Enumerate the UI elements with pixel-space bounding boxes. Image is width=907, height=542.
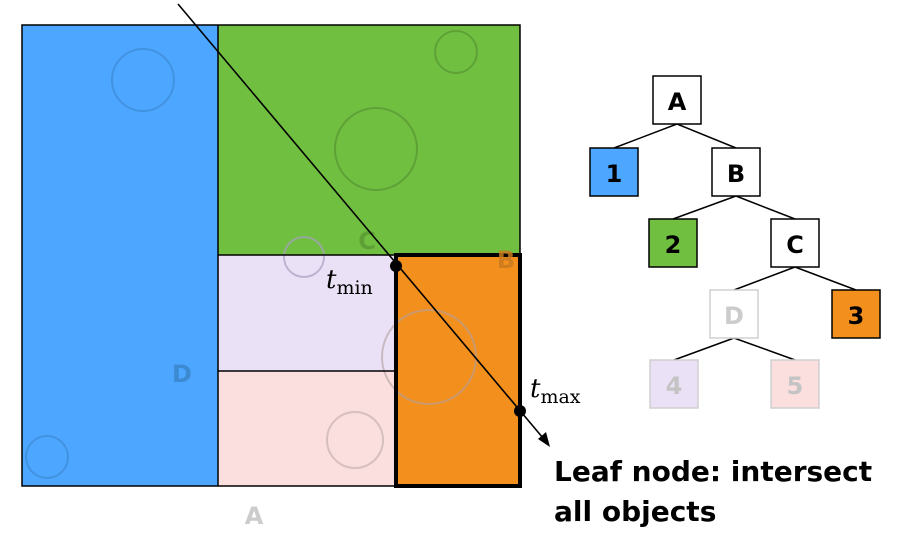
ray-line (177, 3, 544, 439)
object-circle (434, 30, 478, 74)
object-circle (326, 411, 384, 469)
ray (177, 3, 550, 447)
tree-leaf-4-box (649, 359, 699, 409)
tree-leaf-3-box (831, 289, 881, 339)
t-min-label: tmin (326, 265, 373, 299)
object-circle (111, 48, 175, 112)
object-circle (381, 309, 477, 405)
tree-leaf-3: 3 (848, 302, 865, 330)
region-label-b: B (497, 246, 515, 274)
tree-edge (794, 266, 857, 291)
tree-node-a-box (652, 75, 702, 125)
caption-line-2: all objects (554, 495, 717, 528)
tree-node-b-box (711, 147, 761, 197)
tree-edge (733, 337, 796, 361)
t-max-var: t (530, 374, 541, 404)
tree-node-d-box (709, 289, 759, 339)
tree-edge (733, 266, 796, 291)
object-circle (283, 236, 325, 278)
tree-leaf-4: 4 (666, 372, 683, 400)
caption-line-1: Leaf node: intersect (554, 455, 873, 488)
region-lavender (218, 255, 396, 371)
tree-edge (676, 123, 737, 149)
t-min-sub: min (336, 277, 372, 299)
region-pink (218, 371, 396, 486)
tree-nodes: A 1 B 2 C D 3 4 5 (589, 75, 881, 409)
region-blue (22, 25, 218, 486)
tree-leaf-1-box (589, 147, 639, 197)
tree-leaf-5: 5 (787, 372, 804, 400)
ray-arrowhead (538, 432, 550, 447)
tree-node-c-box (770, 218, 820, 268)
tree-node-b: B (727, 160, 745, 188)
t-min-var: t (326, 265, 337, 295)
tree-leaf-2: 2 (665, 231, 682, 259)
tree-leaf-2-box (648, 218, 698, 268)
highlighted-leaf-region (394, 253, 522, 488)
t-min-point (390, 260, 402, 272)
tree-edge (613, 123, 678, 149)
region-label-c: C (358, 227, 376, 255)
region-label-a: A (245, 502, 264, 530)
region-label-d: D (172, 360, 192, 388)
tree-node-a: A (668, 88, 687, 116)
region-orange (396, 255, 520, 486)
t-max-point (514, 405, 526, 417)
tree-leaf-1: 1 (606, 160, 623, 188)
scene-objects (25, 30, 478, 479)
t-max-label: tmax (530, 374, 581, 408)
t-max-sub: max (540, 386, 580, 408)
tree-edges (613, 123, 857, 361)
tree-edge (672, 195, 737, 220)
tree-edge (673, 337, 735, 361)
tree-leaf-5-box (770, 359, 820, 409)
tree-node-d: D (724, 302, 744, 330)
region-green (218, 25, 520, 255)
caption: Leaf node: intersect all objects (554, 452, 872, 532)
object-circle (25, 435, 69, 479)
object-circle (334, 107, 418, 191)
tree-edge (735, 195, 796, 220)
tree-node-c: C (786, 231, 804, 259)
